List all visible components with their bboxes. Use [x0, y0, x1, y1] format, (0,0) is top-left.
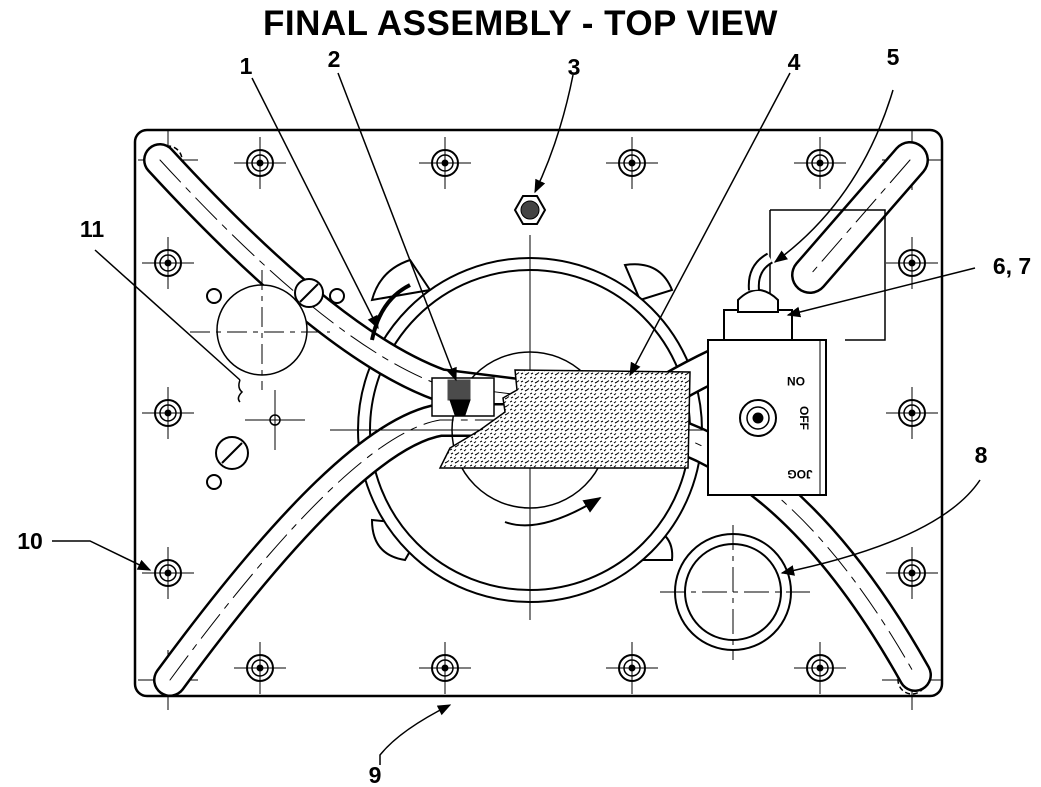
callout-1: 1 — [240, 53, 253, 79]
switch-box — [707, 209, 886, 496]
callout-9: 9 — [369, 762, 382, 787]
callout-10: 10 — [17, 528, 43, 554]
switch-labels: ON OFF JOG — [787, 374, 813, 481]
mounting-bolt-icon — [419, 137, 471, 189]
callout-2: 2 — [328, 46, 341, 72]
mounting-bolt-icon — [606, 137, 658, 189]
switch-label-jog: JOG — [787, 467, 812, 481]
rotation-arrow — [504, 497, 602, 527]
callout-labels: 1 2 3 4 5 6, 7 8 9 10 11 — [17, 44, 1031, 787]
callout-5: 5 — [887, 44, 900, 70]
switch-label-on: ON — [787, 374, 805, 388]
mounting-bolt-icon — [794, 642, 846, 694]
mounting-bolt-icon — [234, 642, 286, 694]
mounting-bolt-icon — [886, 237, 938, 289]
mounting-bolt-icon — [794, 137, 846, 189]
hex-nut — [513, 195, 547, 225]
mounting-bolt-icon — [606, 642, 658, 694]
housing-arc — [370, 283, 411, 341]
mounting-bolt-icon — [234, 137, 286, 189]
callout-8: 8 — [975, 442, 988, 468]
callout-11: 11 — [80, 216, 105, 242]
hose-tubes — [143, 141, 932, 697]
cutaway-section — [438, 369, 691, 469]
left-features — [190, 270, 345, 490]
callout-6-7: 6, 7 — [993, 253, 1031, 279]
mounting-bolt-icon — [419, 642, 471, 694]
mounting-bolt-icon — [886, 547, 938, 599]
outlet-port — [660, 525, 810, 660]
diagram-title: FINAL ASSEMBLY - TOP VIEW — [263, 4, 778, 43]
mounting-bolt-icon — [142, 387, 194, 439]
mounting-bolt-icon — [142, 547, 194, 599]
mounting-bolt-icon — [886, 387, 938, 439]
hose-fitting — [431, 377, 495, 417]
leader-lines — [52, 72, 981, 765]
mounting-bolt-icon — [142, 237, 194, 289]
switch-label-off: OFF — [797, 406, 811, 430]
callout-3: 3 — [568, 54, 581, 80]
callout-4: 4 — [788, 49, 801, 75]
